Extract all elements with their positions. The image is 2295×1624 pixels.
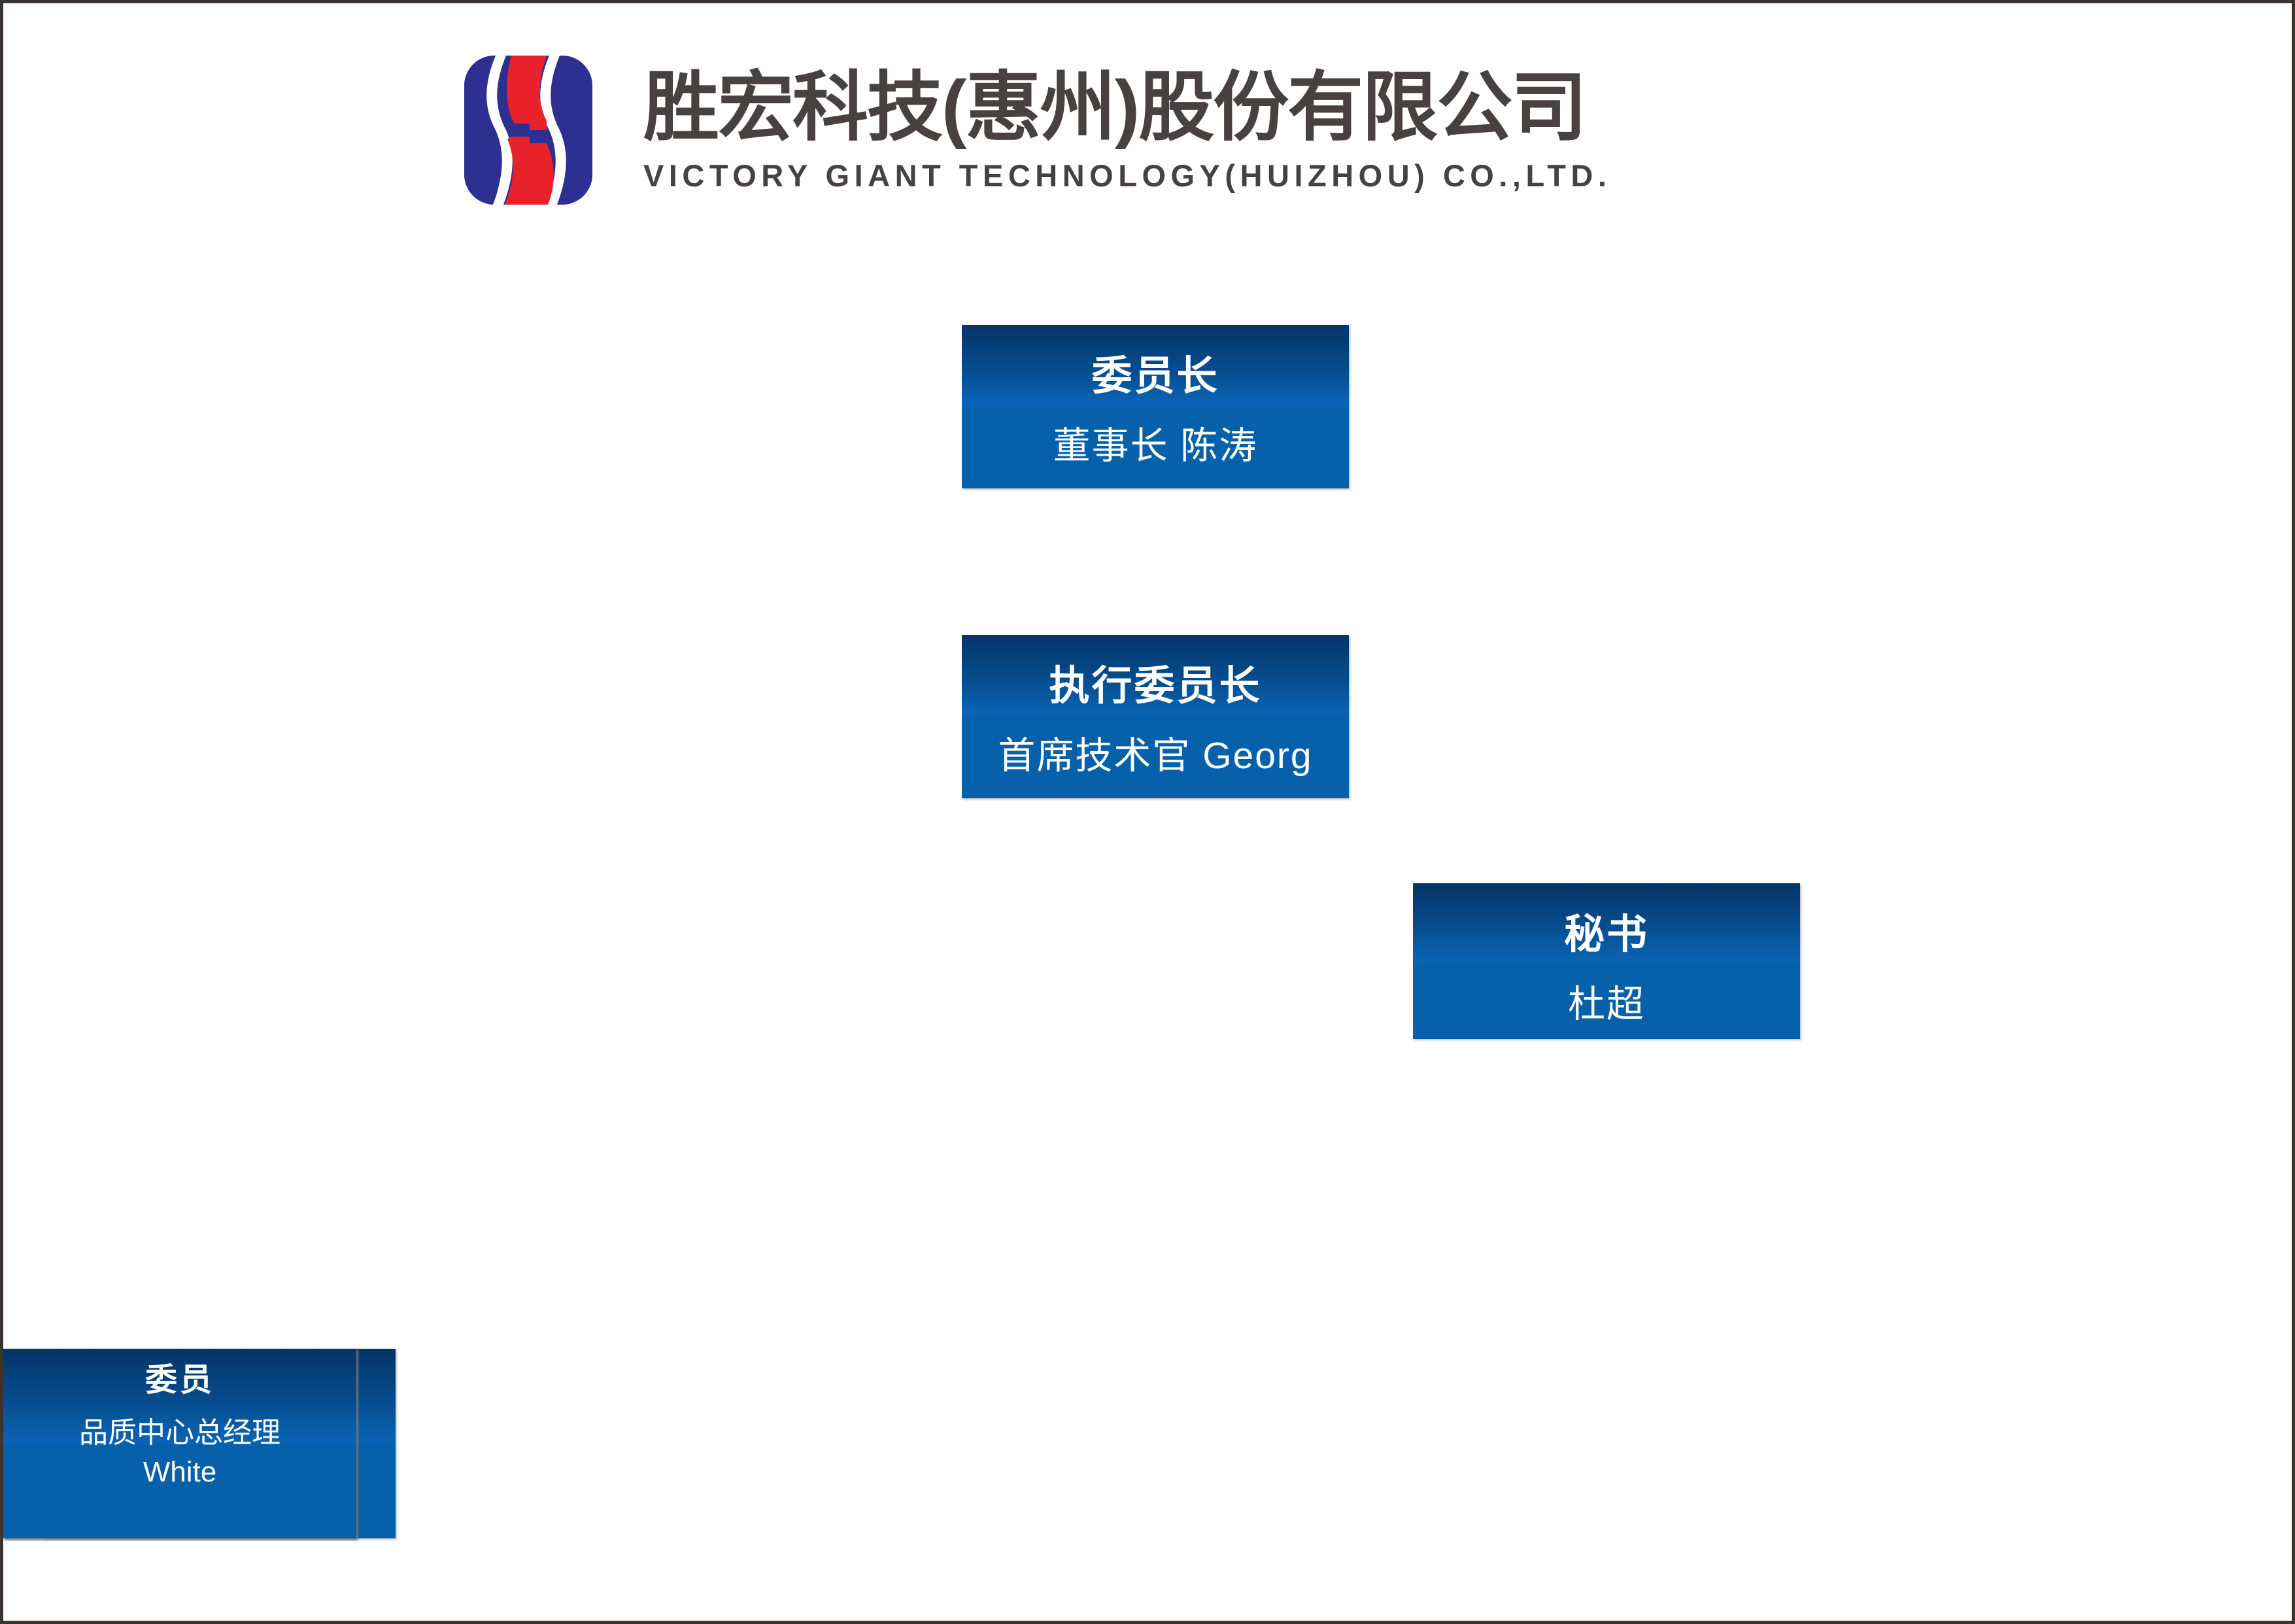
node-subtitle: 首席技术官 Georg: [998, 735, 1313, 777]
company-logo-icon: [464, 56, 592, 205]
node-title: 委员长: [1091, 354, 1219, 399]
node-title: 委员: [144, 1362, 214, 1398]
connector-drop-m3: [3, 865, 2292, 1026]
company-name-cn: 胜宏科技(惠州)股份有限公司: [643, 64, 1587, 150]
brand-text-block: 胜宏科技(惠州)股份有限公司 VICTORY GIANT TECHNOLOGY(…: [643, 64, 1612, 194]
node-committee-chair[interactable]: 委员长 董事长 陈涛: [962, 325, 1349, 488]
company-name-en: VICTORY GIANT TECHNOLOGY(HUIZHOU) CO.,LT…: [643, 158, 1612, 194]
node-secretary[interactable]: 秘书 杜超: [1413, 883, 1800, 1039]
node-executive-chair[interactable]: 执行委员长 首席技术官 Georg: [962, 635, 1349, 798]
node-title: 秘书: [1563, 912, 1649, 957]
connector-drop-m5: [3, 1187, 2292, 1347]
node-subtitle: 杜超: [1568, 983, 1645, 1025]
connector-drop-m4: [3, 1026, 2292, 1187]
node-subtitle: 董事长 陈涛: [1053, 425, 1258, 467]
member-role: 品质中心总经理: [79, 1417, 280, 1449]
brand-header: 胜宏科技(惠州)股份有限公司 VICTORY GIANT TECHNOLOGY(…: [464, 56, 1611, 205]
member-name: White: [143, 1455, 217, 1488]
node-subtitle: 品质中心总经理 White: [79, 1416, 280, 1489]
node-title: 执行委员长: [1049, 664, 1262, 709]
node-member-quality-gm[interactable]: 委员 品质中心总经理 White: [3, 1349, 356, 1538]
